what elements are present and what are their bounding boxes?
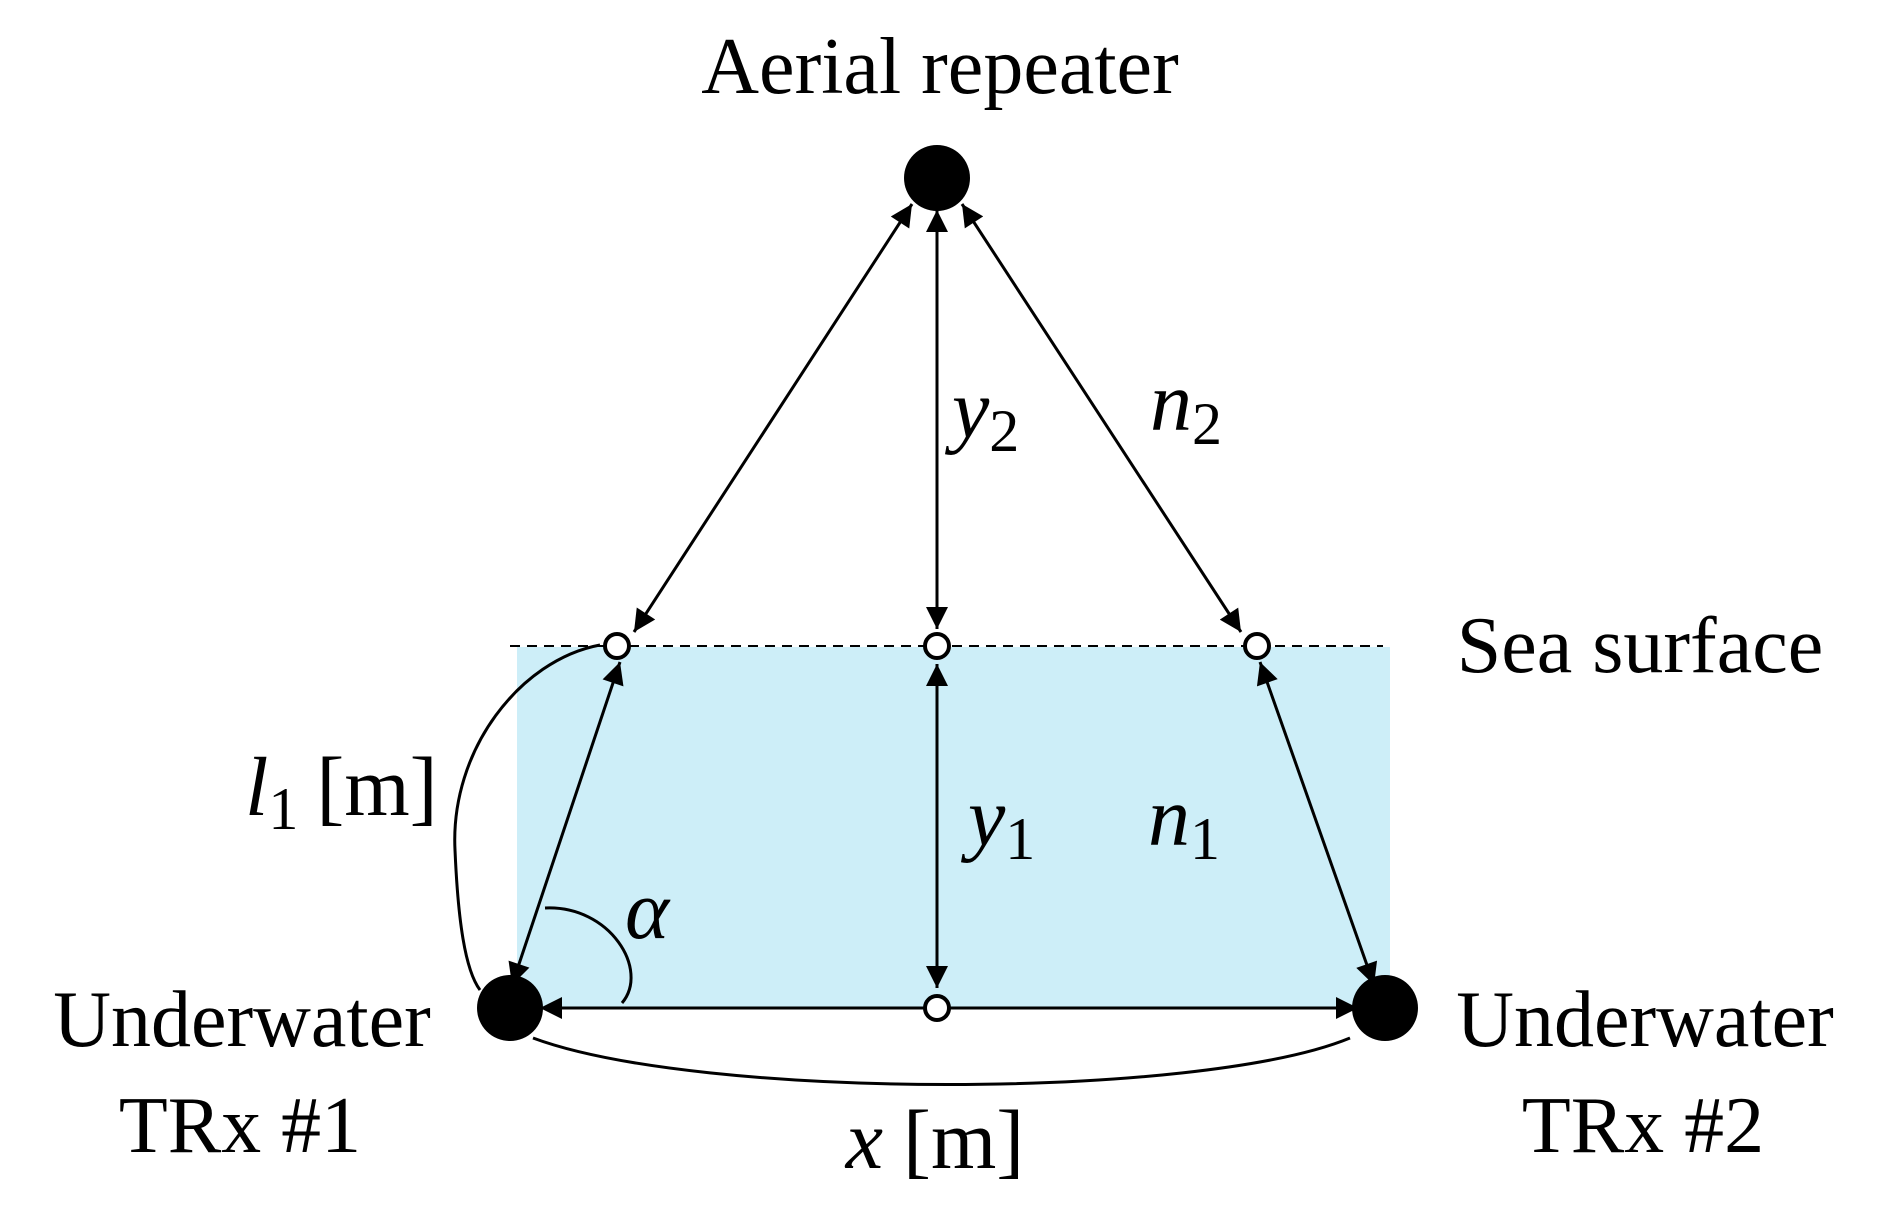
aerial-repeater-node	[904, 145, 970, 211]
underwater-trx-2-node	[1352, 975, 1418, 1041]
underwater-trx-1-label-line1: Underwater	[53, 976, 431, 1064]
arrow-right-upper-n2	[960, 203, 1243, 633]
underwater-trx-2-label-line1: Underwater	[1456, 976, 1834, 1064]
label-alpha: α	[625, 864, 671, 957]
label-l1: l1[m]	[245, 741, 438, 842]
aerial-repeater-label: Aerial repeater	[701, 23, 1178, 111]
label-y2: y2	[944, 363, 1019, 464]
underwater-trx-1-node	[477, 975, 543, 1041]
label-n2: n2	[1150, 356, 1222, 457]
surface-point-center	[923, 632, 951, 660]
angle-arc-alpha	[544, 906, 633, 1004]
water-region	[517, 647, 1390, 1008]
curve-l1	[453, 643, 601, 991]
arrow-right-lower-n1	[1256, 661, 1378, 986]
label-y1: y1	[960, 771, 1035, 872]
curve-x	[532, 1036, 1351, 1086]
bottom-point-center	[923, 994, 951, 1022]
underwater-trx-1-label-line2: TRx #1	[119, 1082, 361, 1170]
surface-point-left	[603, 632, 631, 660]
underwater-trx-2-label-line2: TRx #2	[1522, 1082, 1764, 1170]
label-n1: n1	[1148, 771, 1220, 872]
surface-point-right	[1243, 632, 1271, 660]
label-x: x[m]	[844, 1094, 1025, 1187]
arrow-left-lower	[508, 661, 624, 986]
arrow-left-upper	[632, 203, 914, 633]
sea-surface-label: Sea surface	[1457, 602, 1823, 690]
